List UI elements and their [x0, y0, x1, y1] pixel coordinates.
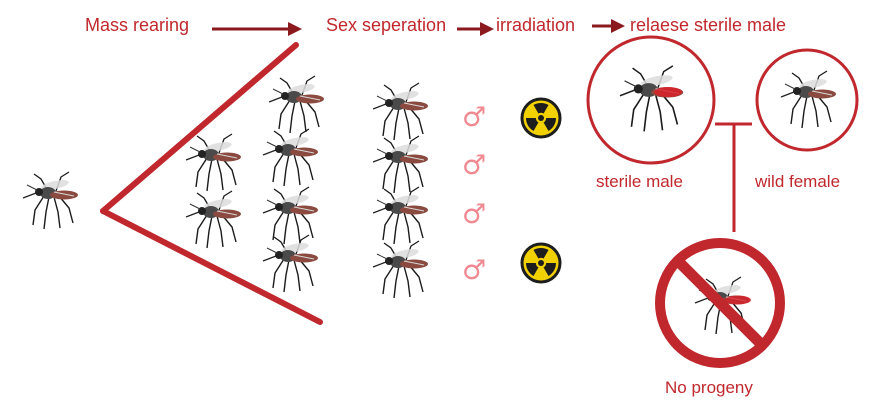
caption-no-progeny: No progeny — [665, 378, 753, 398]
mosquito-icon — [263, 187, 318, 244]
mosquito-icon — [373, 136, 428, 193]
sterile-male-circle — [588, 37, 714, 163]
prohibition-icon — [660, 243, 780, 363]
arrow-sex-to-irradiation — [457, 22, 494, 36]
caption-wild-female: wild female — [755, 172, 840, 192]
mating-connector — [715, 124, 752, 232]
step-sex-separation: Sex seperation — [326, 15, 446, 36]
mosquito-icon — [269, 76, 324, 133]
mosquito-icon — [23, 172, 78, 229]
caption-sterile-male: sterile male — [596, 172, 683, 192]
mosquito-icon — [186, 191, 241, 248]
step-mass-rearing: Mass rearing — [85, 15, 189, 36]
arrow-irradiation-to-release — [592, 19, 625, 33]
funnel-lines — [103, 45, 320, 322]
male-symbol-icon: ♂ — [462, 257, 486, 284]
mosquito-icon — [263, 235, 318, 292]
male-symbol-icon: ♂ — [462, 201, 486, 228]
mosquito-icon — [186, 134, 241, 191]
mosquito-icon — [373, 187, 428, 244]
mosquito-icon — [373, 241, 428, 298]
mosquito-icon — [263, 129, 318, 186]
wild-female-circle — [757, 50, 857, 150]
male-symbol-icon: ♂ — [462, 152, 486, 179]
step-irradiation: irradiation — [496, 15, 575, 36]
male-symbol-icon: ♂ — [462, 104, 486, 131]
step-release-sterile-male: relaese sterile male — [630, 15, 786, 36]
mass-reared-mosquitoes — [186, 76, 324, 292]
arrow-mass-to-sex — [212, 22, 302, 36]
radiation-icon — [522, 99, 560, 137]
radiation-icon — [522, 244, 560, 282]
mosquito-icon — [373, 83, 428, 140]
separated-males — [373, 83, 428, 298]
